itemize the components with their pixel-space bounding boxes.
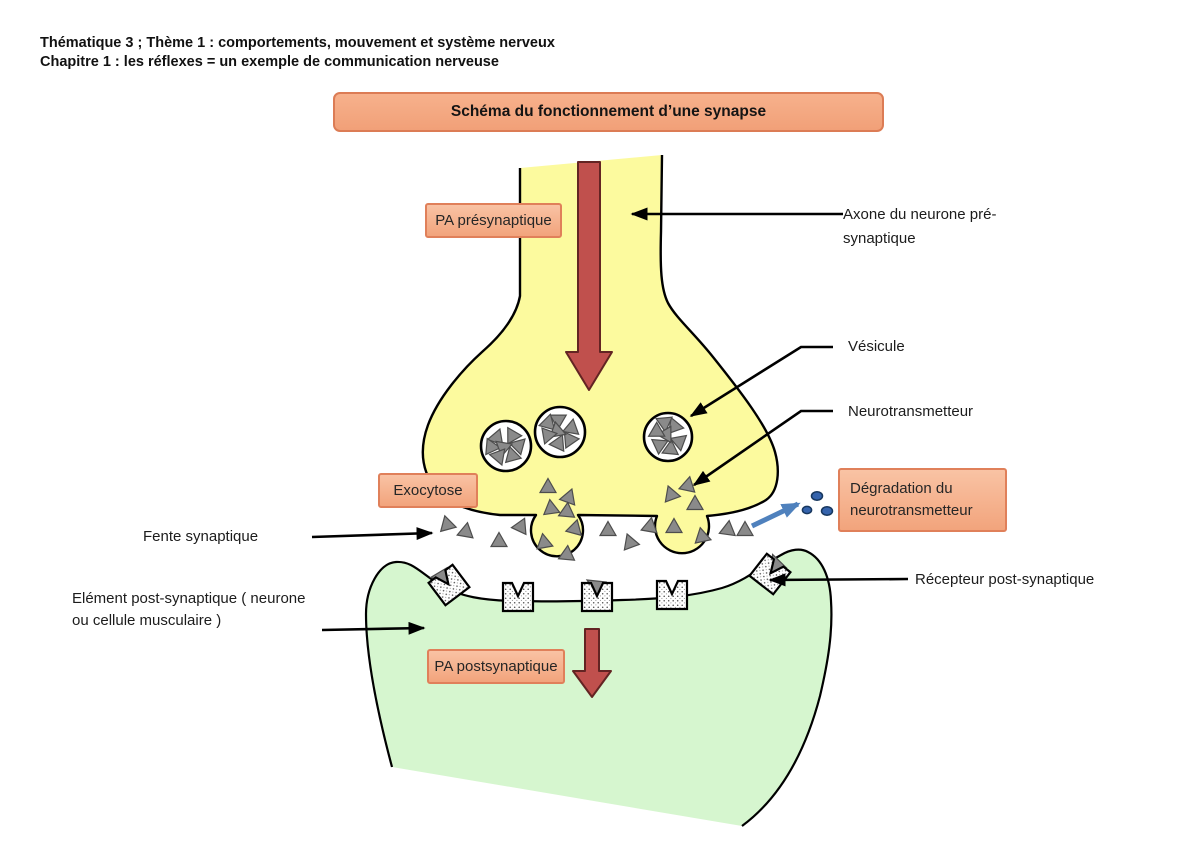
degradation-arrow xyxy=(750,501,801,529)
element-label-line2: ou cellule musculaire ) xyxy=(72,612,222,629)
arrow-to-receptor xyxy=(768,573,909,587)
axone-label: Axone du neurone pré- synaptique xyxy=(843,203,996,251)
receptor-icon xyxy=(655,579,689,611)
pa-postsynaptique-box: PA postsynaptique xyxy=(427,649,565,684)
pa-presynaptique-box: PA présynaptique xyxy=(425,203,562,238)
element-label-line1: Elément post-synaptique ( neurone xyxy=(72,590,306,607)
diagram-title-box: Schéma du fonctionnement d’une synapse xyxy=(333,92,884,132)
vesicles xyxy=(479,402,694,473)
pa-presynaptique-label: PA présynaptique xyxy=(435,212,552,229)
pa-postsynaptique-label: PA postsynaptique xyxy=(434,658,558,675)
diagram-title: Schéma du fonctionnement d’une synapse xyxy=(450,103,767,120)
degradation-label-line1: Dégradation du xyxy=(850,480,953,497)
degradation-group xyxy=(750,491,834,529)
vesicle xyxy=(531,402,594,465)
receptor-icon xyxy=(582,580,612,611)
vesicle xyxy=(479,419,533,473)
vesicule-label: Vésicule xyxy=(848,338,905,355)
arrow-to-neurotransmitter xyxy=(692,409,833,487)
exocytose-box: Exocytose xyxy=(378,473,478,508)
neurotransmitter-fragment xyxy=(801,505,813,515)
neurotransmitter-fragment xyxy=(810,491,824,501)
presynaptic-terminal-outline xyxy=(421,154,779,558)
axone-label-line2: synaptique xyxy=(843,230,916,247)
exocytose-label: Exocytose xyxy=(393,482,463,499)
arrow-to-postsynaptic-element xyxy=(321,621,426,635)
leader-arrows xyxy=(311,207,909,635)
arrow-to-vesicle xyxy=(689,345,833,418)
document-header: Thématique 3 ; Thème 1 : comportements, … xyxy=(40,34,555,72)
neurotransmitter-fragment xyxy=(820,506,834,516)
degradation-label-line2: neurotransmetteur xyxy=(850,502,973,519)
neurotransmetteur-label: Neurotransmetteur xyxy=(848,403,974,420)
axone-label-line1: Axone du neurone pré- xyxy=(843,206,997,223)
postsynaptic-action-potential-arrow xyxy=(572,628,612,698)
fente-synaptique-label: Fente synaptique xyxy=(143,528,259,545)
arrow-to-cleft xyxy=(311,527,434,541)
header-line-1: Thématique 3 ; Thème 1 : comportements, … xyxy=(40,35,555,51)
presynaptic-action-potential-arrow xyxy=(565,161,613,391)
recepteur-label: Récepteur post-synaptique xyxy=(915,571,1095,588)
degradation-box: Dégradation du neurotransmetteur xyxy=(838,468,1007,532)
element-postsynaptique-label: Elément post-synaptique ( neurone ou cel… xyxy=(72,588,305,632)
receptor-icon xyxy=(501,581,535,613)
vesicle xyxy=(643,411,694,465)
header-line-2: Chapitre 1 : les réflexes = un exemple d… xyxy=(40,54,499,70)
